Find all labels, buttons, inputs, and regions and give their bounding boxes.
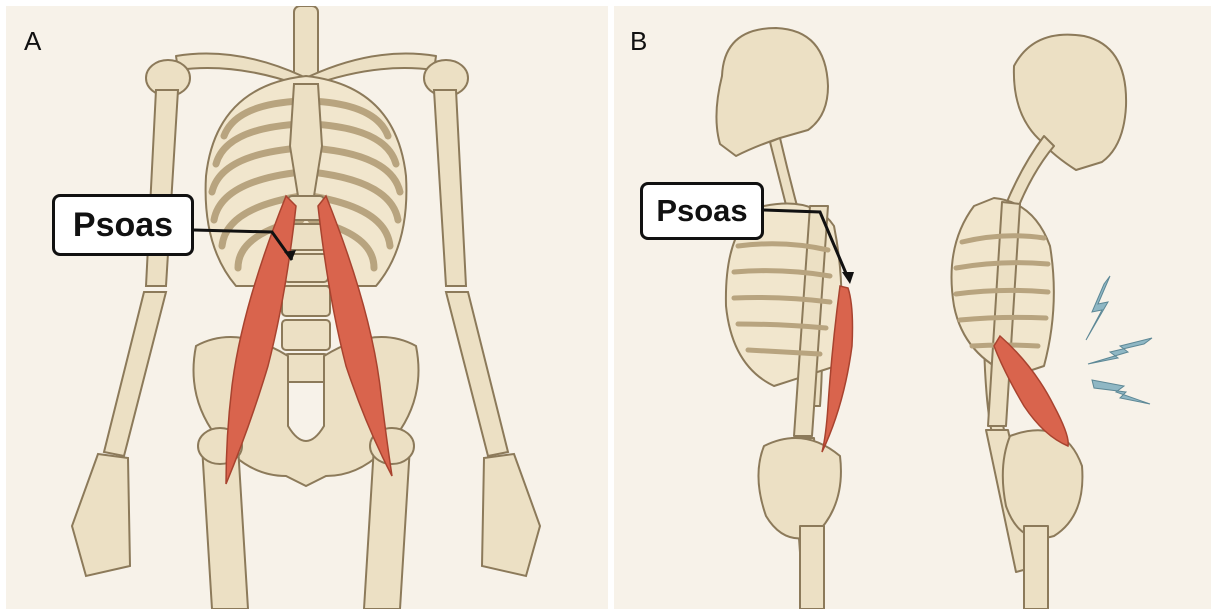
panel-a-letter: A	[24, 26, 41, 57]
anterior-skeleton-illustration	[6, 6, 608, 609]
pain-lightning-icon	[1086, 276, 1152, 404]
pelvis-upright	[758, 438, 840, 539]
vertebra	[282, 320, 330, 350]
psoas-callout-label: Psoas	[640, 182, 764, 240]
right-forearm	[446, 292, 508, 456]
vertebra	[282, 286, 330, 316]
skull-slouched	[1014, 35, 1126, 170]
vertebra	[284, 354, 328, 382]
leg-upright	[800, 526, 824, 609]
left-hand	[72, 454, 130, 576]
left-forearm	[104, 292, 166, 456]
psoas-callout-label: Psoas	[52, 194, 194, 256]
psoas-arrowhead	[842, 272, 854, 284]
skull-upright	[716, 28, 828, 156]
pelvis-slouched	[1003, 430, 1083, 538]
panel-b-lateral-views: B Psoas	[614, 6, 1211, 609]
right-hand	[482, 454, 540, 576]
left-femur	[202, 446, 248, 609]
leg-slouched	[1024, 526, 1048, 609]
panel-a-anterior-view: A Psoas	[6, 6, 608, 609]
right-humerus	[434, 90, 466, 286]
panel-b-letter: B	[630, 26, 647, 57]
sternum	[290, 84, 322, 196]
lateral-skeletons-illustration	[614, 6, 1211, 609]
right-femur	[364, 446, 410, 609]
left-humerus	[146, 90, 178, 286]
